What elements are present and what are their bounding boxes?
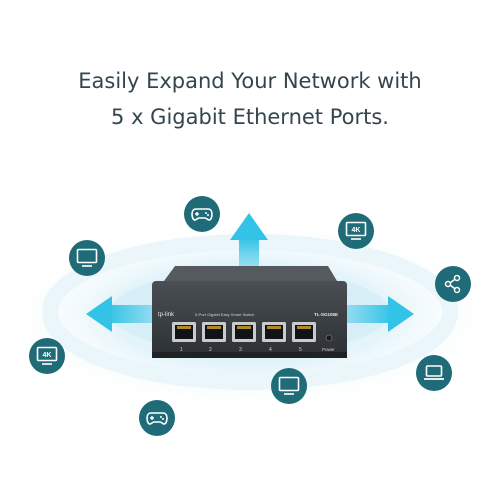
brand-label: tp-link	[158, 312, 175, 318]
ethernet-port-1	[172, 322, 196, 342]
ethernet-port-3	[232, 322, 256, 342]
gamepad-icon	[139, 400, 175, 436]
port-number-5: 5	[299, 347, 302, 353]
port-number-2: 2	[209, 347, 212, 353]
power-led	[325, 334, 333, 342]
gamepad-icon	[184, 196, 220, 232]
headline-line-1: Easily Expand Your Network with	[78, 69, 422, 93]
monitor-icon	[69, 240, 105, 276]
4k-tv-icon: 4K	[338, 213, 374, 249]
ethernet-port-5	[292, 322, 316, 342]
ethernet-port-2	[202, 322, 226, 342]
port-number-4: 4	[269, 347, 272, 353]
laptop-icon	[416, 355, 452, 391]
port-number-1: 1	[180, 347, 183, 353]
svg-text:4K: 4K	[352, 227, 361, 234]
network-switch	[152, 266, 347, 358]
monitor-icon	[271, 368, 307, 404]
ethernet-port-4	[262, 322, 286, 342]
power-label: Power	[322, 347, 335, 352]
description-label: 5-Port Gigabit Easy Smart Switch	[195, 312, 254, 317]
headline-line-2: 5 x Gigabit Ethernet Ports.	[111, 105, 389, 129]
share-icon	[435, 266, 471, 302]
model-label: TL-SG105E	[314, 312, 338, 317]
4k-tv-icon: 4K	[29, 338, 65, 374]
port-number-3: 3	[239, 347, 242, 353]
svg-text:4K: 4K	[43, 352, 52, 359]
